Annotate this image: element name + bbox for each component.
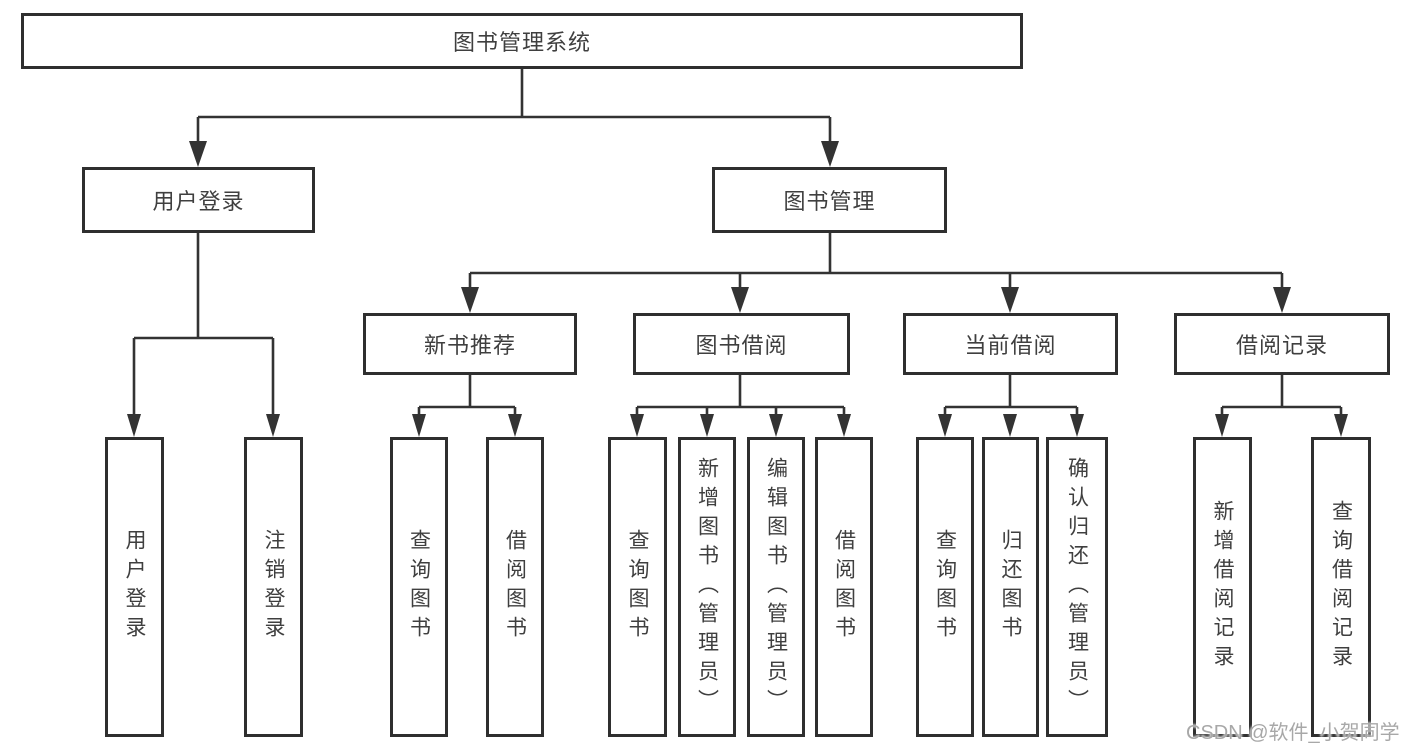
node-book-management: 图书管理: [712, 167, 947, 233]
leaf-rec-query-books-label: 查询图书: [407, 529, 431, 645]
leaf-logout: 注销登录: [244, 437, 303, 737]
leaf-current-return-books: 归还图书: [982, 437, 1039, 737]
node-current-borrow: 当前借阅: [903, 313, 1118, 375]
node-book-borrow-label: 图书借阅: [695, 333, 788, 358]
leaf-records-add-record: 新增借阅记录: [1193, 437, 1252, 737]
node-book-borrow: 图书借阅: [633, 313, 850, 375]
leaf-current-confirm-return-admin: 确认归还（管理员）: [1046, 437, 1108, 737]
leaf-borrow-borrow-books-label: 借阅图书: [832, 529, 856, 645]
arrowheads: [127, 141, 1348, 437]
leaf-records-query-record: 查询借阅记录: [1311, 437, 1371, 737]
leaf-current-return-books-label: 归还图书: [999, 529, 1023, 645]
leaf-rec-borrow-books-label: 借阅图书: [503, 529, 527, 645]
csdn-watermark: CSDN @软件_小贺同学: [1186, 722, 1400, 744]
node-borrow-records-label: 借阅记录: [1235, 333, 1328, 358]
leaf-borrow-query-books: 查询图书: [608, 437, 667, 737]
leaf-logout-label: 注销登录: [262, 529, 286, 645]
leaf-records-query-record-label: 查询借阅记录: [1329, 500, 1353, 674]
leaf-rec-borrow-books: 借阅图书: [486, 437, 544, 737]
leaf-rec-query-books: 查询图书: [390, 437, 448, 737]
leaf-borrow-borrow-books: 借阅图书: [815, 437, 873, 737]
node-user-login: 用户登录: [82, 167, 315, 233]
leaf-borrow-add-books-admin: 新增图书（管理员）: [678, 437, 736, 737]
leaf-current-confirm-return-admin-label: 确认归还（管理员）: [1065, 456, 1089, 718]
leaf-borrow-edit-books-admin-label: 编辑图书（管理员）: [764, 456, 788, 718]
leaf-current-query-books-label: 查询图书: [933, 529, 957, 645]
node-root-label: 图书管理系统: [452, 30, 591, 55]
leaf-user-login-label: 用户登录: [123, 529, 147, 645]
node-root-system: 图书管理系统: [21, 13, 1023, 69]
leaf-borrow-query-books-label: 查询图书: [626, 529, 650, 645]
node-book-management-label: 图书管理: [783, 189, 876, 214]
leaf-borrow-edit-books-admin: 编辑图书（管理员）: [747, 437, 805, 737]
leaf-borrow-add-books-admin-label: 新增图书（管理员）: [695, 456, 719, 718]
leaf-records-add-record-label: 新增借阅记录: [1211, 500, 1235, 674]
leaf-user-login: 用户登录: [105, 437, 164, 737]
node-current-borrow-label: 当前借阅: [964, 333, 1057, 358]
node-new-book-recommend: 新书推荐: [363, 313, 577, 375]
node-borrow-records: 借阅记录: [1174, 313, 1390, 375]
node-user-login-label: 用户登录: [152, 189, 245, 214]
node-new-book-recommend-label: 新书推荐: [423, 333, 516, 358]
leaf-current-query-books: 查询图书: [916, 437, 974, 737]
